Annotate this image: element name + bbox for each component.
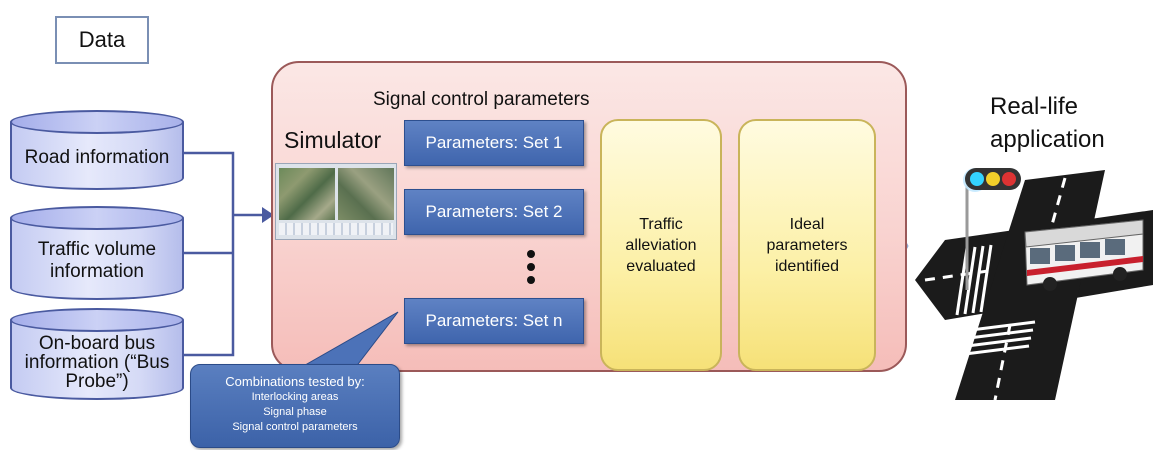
- database-label: On-board bus information (“Bus Probe”): [24, 332, 170, 392]
- callout-item: Signal control parameters: [232, 421, 358, 433]
- ellipsis-dot: [527, 263, 535, 271]
- stage-traffic-alleviation: Traffic alleviation evaluated: [600, 119, 722, 371]
- connector-road: [184, 151, 235, 215]
- database-label: Road information: [24, 147, 170, 168]
- parameter-set-2: Parameters: Set 2: [404, 189, 584, 235]
- crosswalk: [964, 320, 1036, 356]
- yellow-light: [986, 172, 1000, 186]
- real-life-application-label: Real-life application: [990, 93, 1105, 153]
- map-thumbnail: [279, 168, 335, 220]
- ellipsis-dot: [527, 250, 535, 258]
- database-bus-probe: On-board bus information (“Bus Probe”): [10, 308, 184, 400]
- simulator-screenshot: [275, 163, 397, 240]
- database-road-information: Road information: [10, 110, 184, 190]
- red-light: [1002, 172, 1016, 186]
- callout-item: Signal phase: [263, 406, 327, 418]
- data-label: Data: [55, 16, 149, 64]
- simulator-label: Simulator: [284, 127, 382, 153]
- parameter-set-n: Parameters: Set n: [404, 298, 584, 344]
- intersection-illustration: [915, 168, 1153, 401]
- signal-control-title: Signal control parameters: [373, 89, 590, 110]
- database-traffic-volume: Traffic volume information: [10, 206, 184, 300]
- ellipsis-dot: [527, 276, 535, 284]
- callout-item: Interlocking areas: [251, 391, 339, 403]
- connector-bus: [184, 215, 235, 357]
- database-label: Traffic volume information: [37, 239, 157, 282]
- arrowhead-simulator: [262, 207, 274, 223]
- parameter-set-1: Parameters: Set 1: [404, 120, 584, 166]
- stage-ideal-parameters: Ideal parameters identified: [738, 119, 876, 371]
- simulator-toolbar: [279, 223, 393, 235]
- map-thumbnail: [338, 168, 394, 220]
- callout-heading: Combinations tested by:: [225, 374, 365, 389]
- crosswalk: [955, 244, 993, 316]
- combinations-callout: Combinations tested by: Interlocking are…: [190, 364, 400, 448]
- bus-icon: [1024, 219, 1144, 291]
- lane-marking: [924, 268, 996, 282]
- lane-marking: [993, 324, 1012, 401]
- green-light: [970, 172, 984, 186]
